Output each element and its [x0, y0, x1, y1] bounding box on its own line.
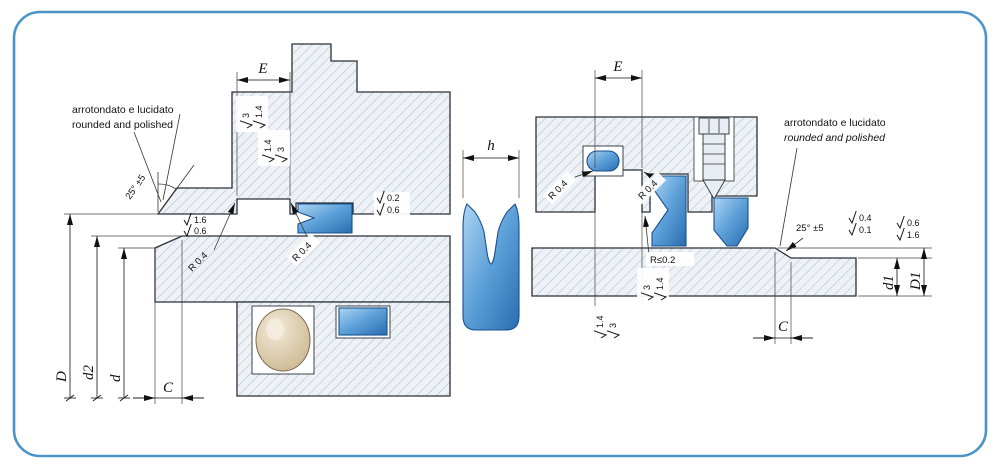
- finish-value: 1.4: [254, 105, 264, 118]
- dim-label-D: D: [54, 371, 70, 383]
- note-rounded-polished-left: arrotondato e lucidato rounded and polis…: [72, 104, 181, 203]
- oring-seal: [586, 150, 620, 172]
- guide-ring-seal: [338, 307, 388, 336]
- frame-border: [12, 10, 988, 458]
- finish-symbol-icon: [896, 215, 905, 229]
- finish-value: 1.4: [595, 315, 605, 328]
- leader-line: [162, 113, 181, 201]
- finish-value: 3: [276, 147, 286, 152]
- surface-finish-groove-side-b: 1.4 3: [258, 130, 290, 166]
- angle-label: 25° ±5: [796, 223, 824, 234]
- finish-symbol-icon: [848, 222, 857, 236]
- finish-value: 1.4: [263, 139, 273, 152]
- dim-label-C: C: [163, 380, 174, 396]
- wear-ring-seal: [297, 203, 353, 234]
- gland-section: [156, 43, 451, 215]
- dim-d2: d2: [81, 235, 182, 402]
- finish-value: 3: [608, 323, 618, 328]
- surface-finish-face: 0.2 0.6: [374, 190, 410, 218]
- leader-line: [785, 237, 804, 252]
- finish-symbol-icon: [183, 223, 192, 237]
- finish-value: 0.4: [859, 213, 872, 223]
- finish-symbol-icon: [896, 227, 905, 241]
- ball-highlight: [266, 318, 284, 340]
- finish-symbol-icon: [848, 210, 857, 224]
- surface-finish-rod-a: 0.4 0.1: [848, 210, 872, 236]
- finish-value: 3: [241, 113, 251, 118]
- dim-C-right: C: [753, 252, 813, 344]
- note-line-en: rounded and polished: [72, 119, 173, 131]
- leader-line: [290, 202, 311, 244]
- finish-value: 0.6: [387, 205, 400, 215]
- screw-tip: [702, 179, 726, 200]
- note-line-en: rounded and polished: [784, 132, 886, 144]
- angle-label: 25° ±5: [123, 173, 148, 202]
- radius-mask: [646, 252, 694, 266]
- bearing-ball: [255, 308, 311, 372]
- surface-finish-groove-side-a: 3 1.4: [236, 96, 268, 132]
- finish-value: 0.6: [194, 226, 207, 236]
- angle-arc: [157, 183, 177, 190]
- dim-label-d: d: [108, 374, 124, 382]
- finish-value: 3: [642, 285, 652, 290]
- seal-profile: [462, 203, 520, 331]
- dim-label-C: C: [778, 319, 789, 335]
- dim-D: D: [54, 213, 158, 402]
- right-view: E R 0.4 R 0.4 R≤0.2: [531, 59, 932, 344]
- screw-shaft: [702, 133, 726, 181]
- dim-D1: D1: [777, 247, 932, 296]
- dim-label-d1: d1: [881, 275, 897, 290]
- radius-label: R≤0.2: [650, 255, 675, 266]
- radius-mask: [632, 171, 667, 205]
- dim-label-E: E: [612, 59, 622, 75]
- leader-line: [779, 147, 798, 247]
- chamfer-angle-right: 25° ±5: [785, 223, 824, 252]
- surface-finish-groove-side-a-right: 3 1.4: [637, 268, 669, 304]
- dim-h: h: [462, 138, 520, 198]
- leader-line: [574, 170, 594, 178]
- profile-view: h: [462, 138, 520, 331]
- surface-finish-groove-side-b-right: 1.4 3: [590, 306, 622, 342]
- retaining-screw: [693, 116, 735, 200]
- note-line-it: arrotondato e lucidato: [72, 104, 174, 116]
- dim-d1: d1: [858, 257, 932, 297]
- dim-E-right: E: [594, 59, 643, 168]
- dimension-tick: [65, 394, 75, 402]
- dim-label-h: h: [487, 138, 495, 154]
- finish-value: 0.6: [907, 218, 920, 228]
- leader-line: [133, 131, 162, 203]
- left-view: E 3 1.4 1.4 3 1.6 0.6 0.2: [54, 43, 451, 404]
- leader-line: [213, 202, 236, 251]
- leader-line: [643, 215, 650, 256]
- dimension-tick: [119, 394, 129, 402]
- chamfer-extension-line: [157, 164, 195, 215]
- finish-value: 1.4: [655, 277, 665, 290]
- radius-mask: [542, 171, 577, 205]
- radius-mask: [286, 233, 321, 267]
- finish-value: 0.1: [859, 225, 872, 235]
- finish-value: 0.2: [387, 193, 400, 203]
- note-line-it: arrotondato e lucidato: [784, 117, 886, 129]
- wiper-seal: [713, 197, 749, 247]
- radius-max-callout: R≤0.2: [643, 215, 694, 266]
- dim-d: d: [108, 247, 155, 402]
- note-rounded-polished-right: arrotondato e lucidato rounded and polis…: [779, 117, 886, 247]
- surface-finish-rod-b: 0.6 1.6: [896, 215, 920, 241]
- dim-label-E: E: [257, 61, 267, 77]
- dimension-tick: [92, 394, 102, 402]
- surface-finish-bore: 1.6 0.6: [183, 212, 207, 237]
- finish-symbol-icon: [183, 212, 192, 226]
- finish-value: 1.6: [194, 215, 207, 225]
- screw-head: [698, 117, 730, 135]
- finish-value: 1.6: [907, 230, 920, 240]
- dim-label-d2: d2: [81, 365, 97, 381]
- dim-C-left: C: [133, 240, 204, 404]
- dim-label-D1: D1: [908, 272, 924, 291]
